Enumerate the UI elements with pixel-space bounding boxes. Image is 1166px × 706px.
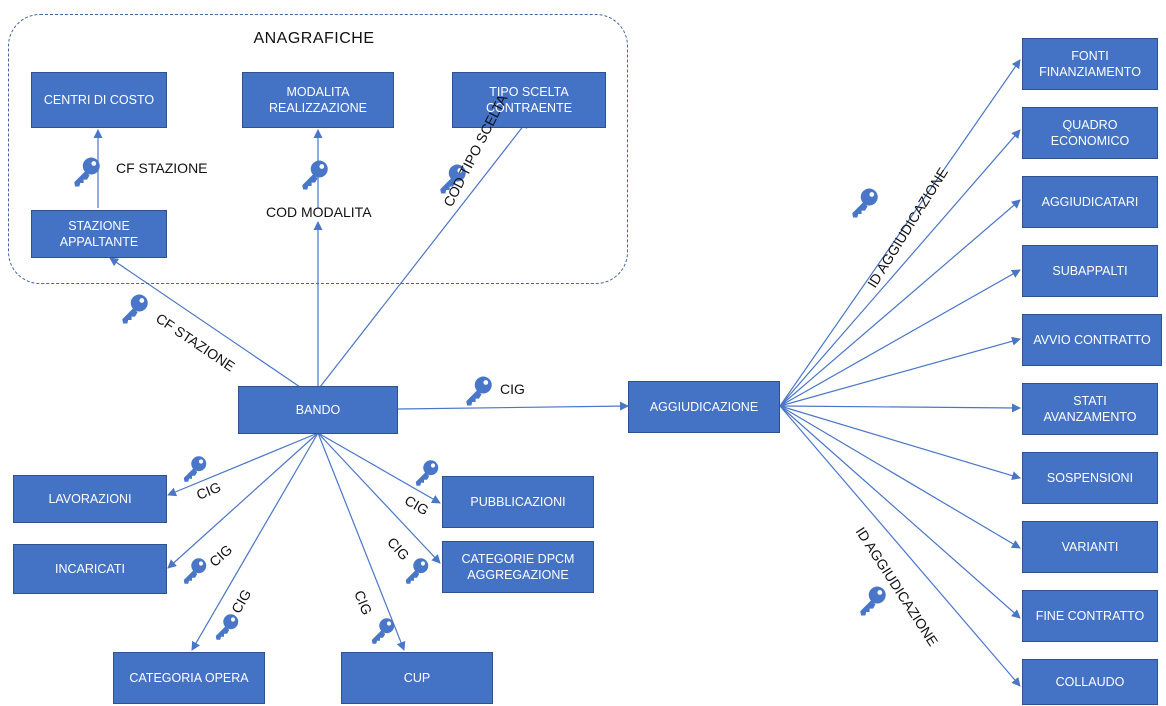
node-aggiudicazione[interactable]: AGGIUDICAZIONE: [628, 381, 780, 433]
link-bando-stazione: [109, 257, 301, 388]
node-subappalti[interactable]: SUBAPPALTI: [1022, 245, 1158, 297]
link-bando-pubblicazioni: [317, 432, 441, 504]
link-agg-avvio: [779, 336, 1021, 407]
node-collaudo[interactable]: COLLAUDO: [1022, 659, 1158, 705]
node-varianti[interactable]: VARIANTI: [1022, 521, 1158, 573]
key-icon: [183, 456, 207, 482]
link-bando-aggiudicazione: [397, 401, 629, 411]
link-agg-subappalti: [779, 269, 1021, 407]
key-icon: [371, 618, 395, 644]
edge-label-cf-stazione: CF STAZIONE: [116, 160, 208, 176]
node-fine-contratto[interactable]: FINE CONTRATTO: [1022, 590, 1158, 642]
node-modalita-realizzazione[interactable]: MODALITA REALIZZAZIONE: [242, 72, 394, 128]
edge-label-cig: CIG: [500, 381, 525, 397]
node-stati-avanzamento[interactable]: STATI AVANZAMENTO: [1022, 383, 1158, 435]
node-pubblicazioni[interactable]: PUBBLICAZIONI: [442, 476, 594, 528]
node-incaricati[interactable]: INCARICATI: [13, 544, 167, 594]
link-agg-varianti: [779, 405, 1021, 549]
link-agg-fonti: [779, 59, 1021, 407]
key-icon: [122, 294, 148, 324]
link-bando-incaricati: [167, 432, 319, 569]
node-bando[interactable]: BANDO: [238, 386, 398, 434]
node-sospensioni[interactable]: SOSPENSIONI: [1022, 452, 1158, 504]
key-icon: [405, 558, 429, 584]
link-agg-fine: [779, 405, 1021, 619]
node-categorie-dpcm[interactable]: CATEGORIE DPCM AGGREGAZIONE: [442, 541, 594, 593]
key-icon: [466, 376, 492, 406]
link-bando-categorie-dpcm: [317, 432, 441, 564]
link-agg-stati: [779, 403, 1021, 413]
node-fonti-finanziamento[interactable]: FONTI FINANZIAMENTO: [1022, 38, 1158, 90]
node-cup[interactable]: CUP: [341, 652, 493, 704]
link-agg-collaudo: [779, 405, 1021, 687]
node-quadro-economico[interactable]: QUADRO ECONOMICO: [1022, 107, 1158, 159]
edge-label-cod-modalita: COD MODALITA: [266, 204, 372, 220]
node-avvio-contratto[interactable]: AVVIO CONTRATTO: [1022, 314, 1162, 366]
group-title: ANAGRAFICHE: [253, 30, 375, 47]
node-tipo-scelta-contraente[interactable]: TIPO SCELTA CONTRAENTE: [452, 72, 606, 128]
link-bando-cup: [317, 432, 406, 651]
key-icon: [415, 460, 439, 486]
link-agg-aggiudicatari: [779, 199, 1021, 407]
key-icon: [860, 586, 886, 616]
key-icon: [215, 614, 239, 640]
link-agg-quadro: [779, 129, 1021, 407]
link-bando-tiposcelta: [319, 119, 529, 388]
anagrafiche-group: [8, 14, 628, 284]
link-bando-lavorazioni: [167, 432, 319, 497]
link-agg-sospensioni: [779, 405, 1021, 481]
link-bando-categoria-opera: [191, 432, 319, 651]
node-lavorazioni[interactable]: LAVORAZIONI: [13, 475, 167, 523]
node-centri-di-costo[interactable]: CENTRI DI COSTO: [31, 72, 167, 128]
key-icon: [852, 188, 878, 218]
node-stazione-appaltante[interactable]: STAZIONE APPALTANTE: [31, 210, 167, 258]
node-aggiudicatari[interactable]: AGGIUDICATARI: [1022, 176, 1158, 228]
node-categoria-opera[interactable]: CATEGORIA OPERA: [113, 652, 265, 704]
key-icon: [183, 558, 207, 584]
